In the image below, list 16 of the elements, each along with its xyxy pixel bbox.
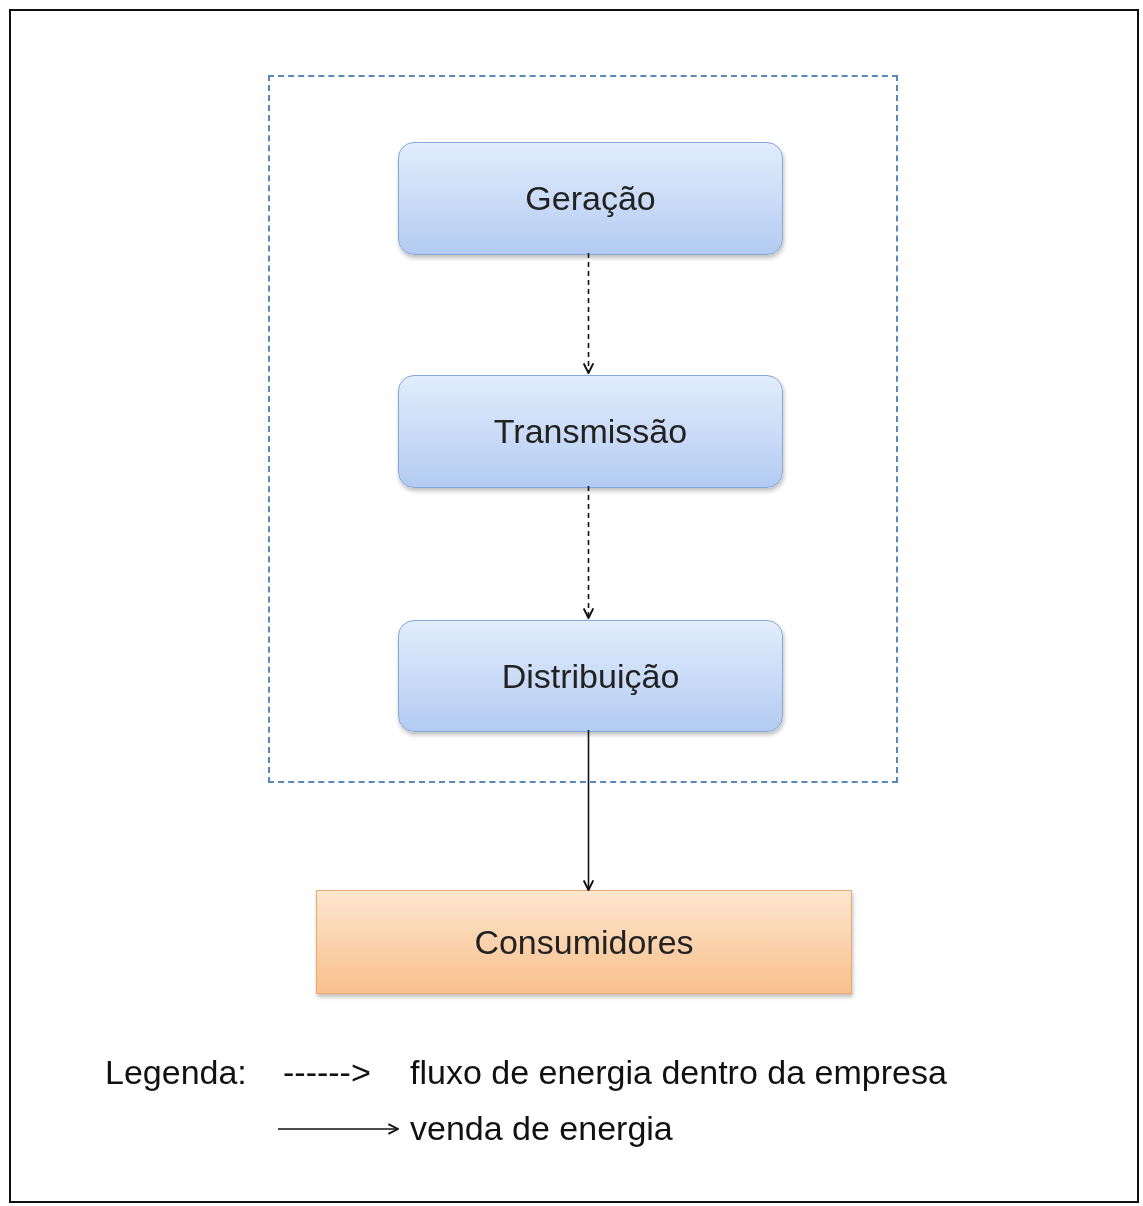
dashed-group-box: [268, 75, 898, 783]
process-box: [398, 142, 783, 255]
process-box: [398, 620, 783, 732]
node-label: Consumidores: [474, 922, 694, 962]
node-label: Geração: [525, 179, 656, 218]
arrow: [582, 485, 595, 619]
legend-text: fluxo de energia dentro da empresa: [410, 1052, 947, 1092]
process-box: [316, 890, 852, 994]
node-label: Distribuição: [501, 656, 680, 696]
legend-title: Legenda:: [105, 1052, 247, 1092]
process-box: [398, 375, 783, 488]
node-label: Transmissão: [493, 412, 688, 451]
arrow: [582, 252, 595, 374]
legend-sample: ------>: [283, 1052, 371, 1092]
legend-text: venda de energia: [410, 1108, 673, 1148]
arrow: [582, 729, 595, 891]
